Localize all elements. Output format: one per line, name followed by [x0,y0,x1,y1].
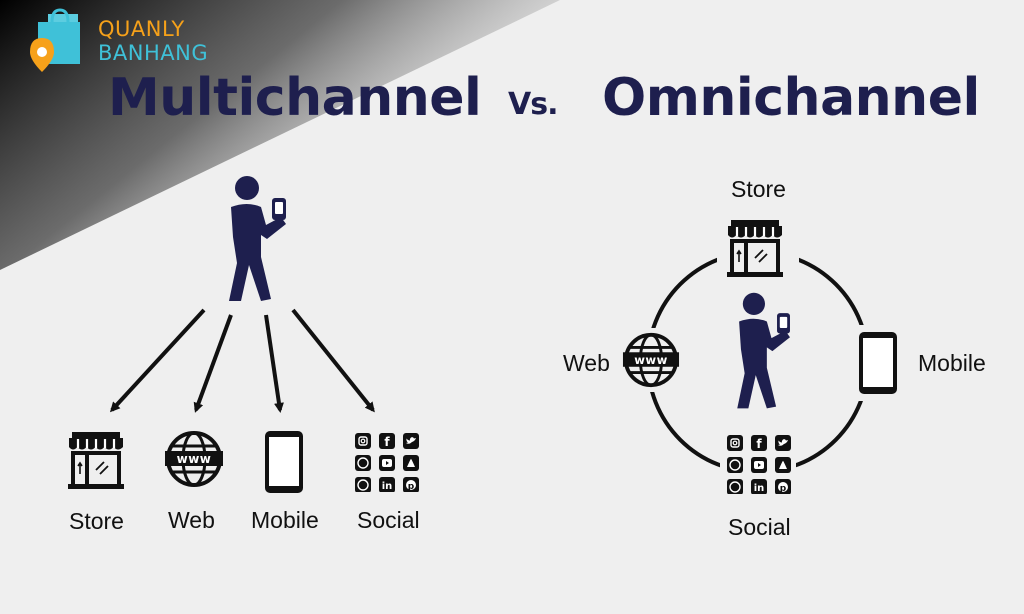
smartphone-icon [265,431,303,493]
versus-label: Vs. [508,87,558,122]
logo-text-line2: BANHANG [98,41,209,65]
social-media-grid-icon [354,432,420,492]
channel-arrows [109,308,375,413]
arrow-to-mobile [264,314,284,413]
omni-web-label: Web [563,350,610,376]
multichannel-title: Multichannel [108,68,482,128]
multi-mobile-label: Mobile [251,507,319,533]
logo-text-line1: QUANLY [98,17,185,41]
multi-store-label: Store [69,508,124,534]
arrow-to-web [193,314,233,413]
smartphone-icon [859,332,897,394]
globe-www-icon [164,431,224,487]
omni-store-label: Store [731,176,786,202]
store-icon [66,430,126,490]
multi-social-label: Social [357,507,420,533]
social-media-grid-icon [726,434,792,494]
multi-web-label: Web [168,507,215,533]
arrow-to-store [109,308,206,413]
logo-mark-icon [30,8,80,72]
omni-mobile-label: Mobile [918,350,986,376]
arrow-to-social [291,308,375,413]
customer-person-icon [229,176,286,301]
omnichannel-title: Omnichannel [602,68,980,128]
omni-social-label: Social [728,514,791,540]
customer-person-icon [737,292,790,409]
background-shade [0,0,560,270]
